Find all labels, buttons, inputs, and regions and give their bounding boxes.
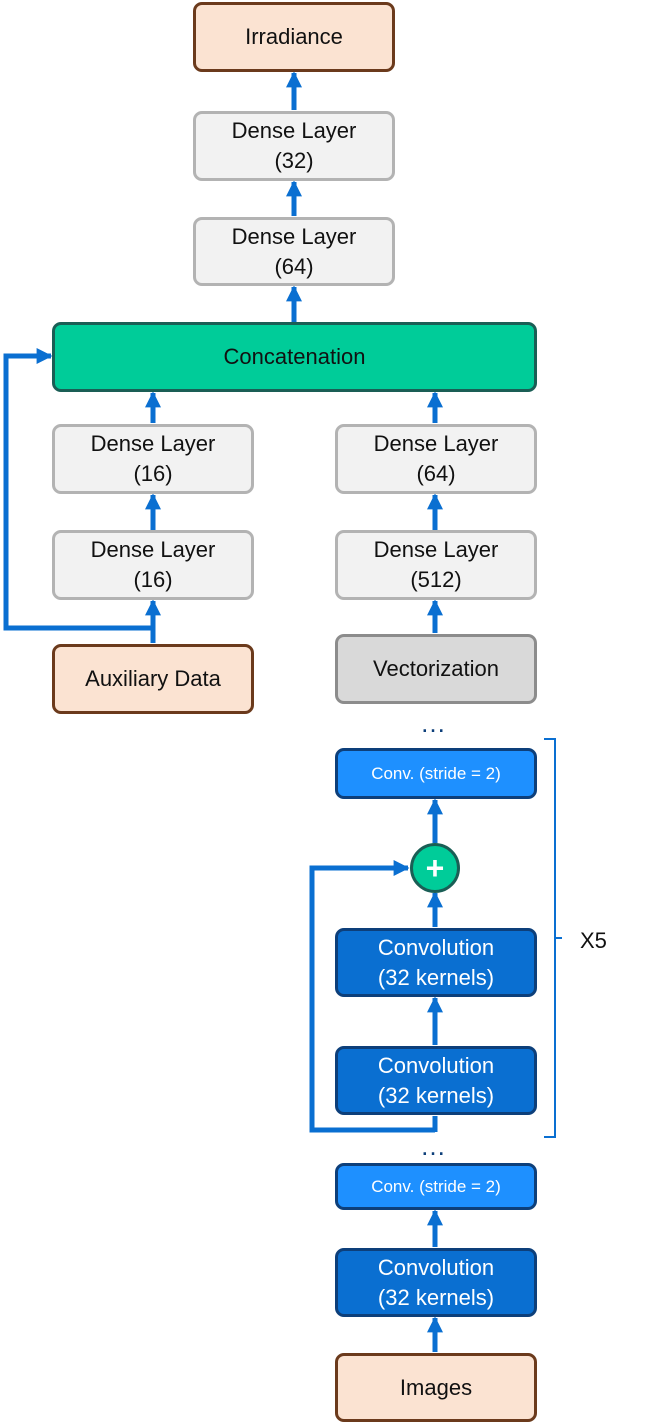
conv-stride-top-label: Conv. (stride = 2) (371, 763, 501, 783)
vectorization-node: Vectorization (335, 634, 537, 704)
convolution-first-node: Convolution(32 kernels) (335, 1248, 537, 1317)
convolution-lower-label: Convolution(32 kernels) (377, 1052, 495, 1108)
dense-layer-64-right-label: Dense Layer(64) (373, 431, 499, 486)
dense-layer-64-top-label: Dense Layer(64) (231, 223, 357, 279)
conv-stride-bottom-node: Conv. (stride = 2) (335, 1163, 537, 1210)
dense-layer-32-label: Dense Layer(32) (231, 118, 357, 173)
dense-layer-16-upper-node: Dense Layer(16) (52, 424, 254, 494)
dense-layer-64-top-node: Dense Layer(64) (193, 217, 395, 286)
convolution-upper-label: Convolution(32 kernels) (377, 934, 495, 990)
conv-stride-bottom-label: Conv. (stride = 2) (371, 1176, 501, 1196)
dense-layer-16-lower-node: Dense Layer(16) (52, 530, 254, 600)
repeat-label: X5 (580, 928, 607, 953)
images-label: Images (399, 1374, 473, 1400)
images-node: Images (335, 1353, 537, 1422)
auxiliary-data-node: Auxiliary Data (52, 644, 254, 714)
dense-layer-512-node: Dense Layer(512) (335, 530, 537, 600)
convolution-lower-node: Convolution(32 kernels) (335, 1046, 537, 1115)
dense-layer-16-lower-label: Dense Layer(16) (90, 537, 216, 592)
auxiliary-data-label: Auxiliary Data (85, 666, 221, 691)
irradiance-node: Irradiance (193, 2, 395, 72)
ellipsis-top: … (420, 708, 449, 738)
repeat-brace (544, 738, 562, 1138)
dense-layer-512-label: Dense Layer(512) (373, 537, 499, 592)
concatenation-node: Concatenation (52, 322, 537, 392)
convolution-first-label: Convolution(32 kernels) (377, 1254, 495, 1310)
residual-add-icon: + (410, 843, 460, 893)
dense-layer-16-upper-label: Dense Layer(16) (90, 431, 216, 486)
dense-layer-64-right-node: Dense Layer(64) (335, 424, 537, 494)
convolution-upper-node: Convolution(32 kernels) (335, 928, 537, 997)
vectorization-label: Vectorization (373, 656, 499, 681)
irradiance-label: Irradiance (245, 24, 343, 49)
arrow-residual-skip (309, 859, 435, 1133)
arrow-aux-skip-to-concat (3, 347, 153, 631)
ellipsis-bottom: … (420, 1131, 449, 1161)
conv-stride-top-node: Conv. (stride = 2) (335, 748, 537, 799)
concatenation-label: Concatenation (223, 344, 366, 369)
dense-layer-32-node: Dense Layer(32) (193, 111, 395, 181)
